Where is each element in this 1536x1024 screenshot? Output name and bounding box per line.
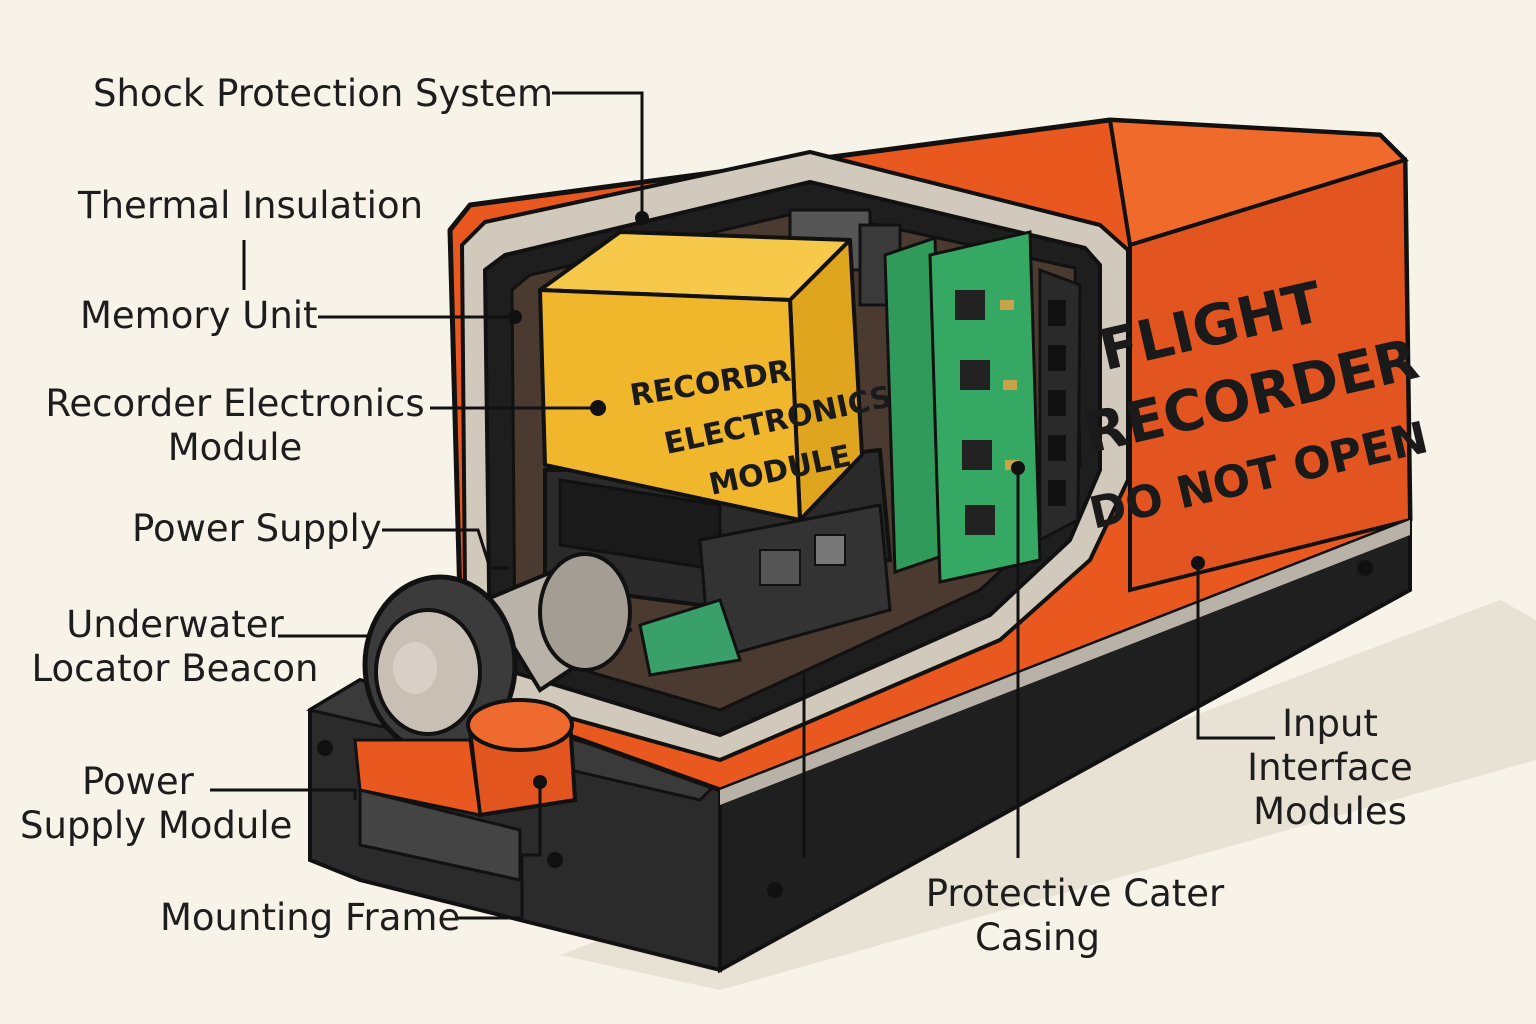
leader-dots [508, 211, 1205, 789]
label-mounting-frame: Mounting Frame [160, 896, 461, 939]
label-input-line3: Modules [1253, 790, 1407, 833]
label-thermal-insulation: Thermal Insulation [78, 184, 424, 227]
leader-lines [210, 91, 1275, 920]
recorder-electronics-module-shape: RECORDR ELECTRONICS MODULE [538, 230, 895, 522]
leader-mounting [455, 782, 542, 920]
label-shock-protection: Shock Protection System [93, 72, 554, 115]
label-ulb-line2: Locator Beacon [31, 647, 319, 690]
label-power-supply: Power Supply [132, 507, 382, 550]
label-protective-casing: Protective Cater Casing [920, 872, 1230, 960]
power-supply-module-shape [353, 698, 578, 818]
label-protective-line1: Protective Cater [925, 872, 1225, 915]
label-power-supply-module: Power Supply Module [20, 760, 293, 848]
input-interface-modules-shape [788, 208, 1082, 543]
label-ulb-line1: Underwater [66, 603, 284, 646]
label-psm-line2: Supply Module [20, 804, 293, 847]
label-input-interface-modules: Input Interface Modules [1240, 702, 1420, 834]
label-recorder-electronics: Recorder Electronics Module [40, 382, 430, 470]
label-input-line1: Input [1282, 702, 1378, 745]
label-memory-unit: Memory Unit [80, 294, 318, 337]
label-psm-line1: Power [82, 760, 194, 803]
label-input-line2: Interface [1247, 746, 1413, 789]
leader-psm [210, 788, 357, 800]
label-recorder-electronics-line2: Module [167, 426, 303, 469]
leader-power-supply [382, 528, 510, 570]
label-protective-line2: Casing [975, 916, 1101, 959]
label-recorder-electronics-line1: Recorder Electronics [45, 382, 425, 425]
leader-input [1196, 563, 1275, 740]
leader-shock [552, 91, 644, 218]
label-underwater-locator-beacon: Underwater Locator Beacon [30, 603, 320, 691]
